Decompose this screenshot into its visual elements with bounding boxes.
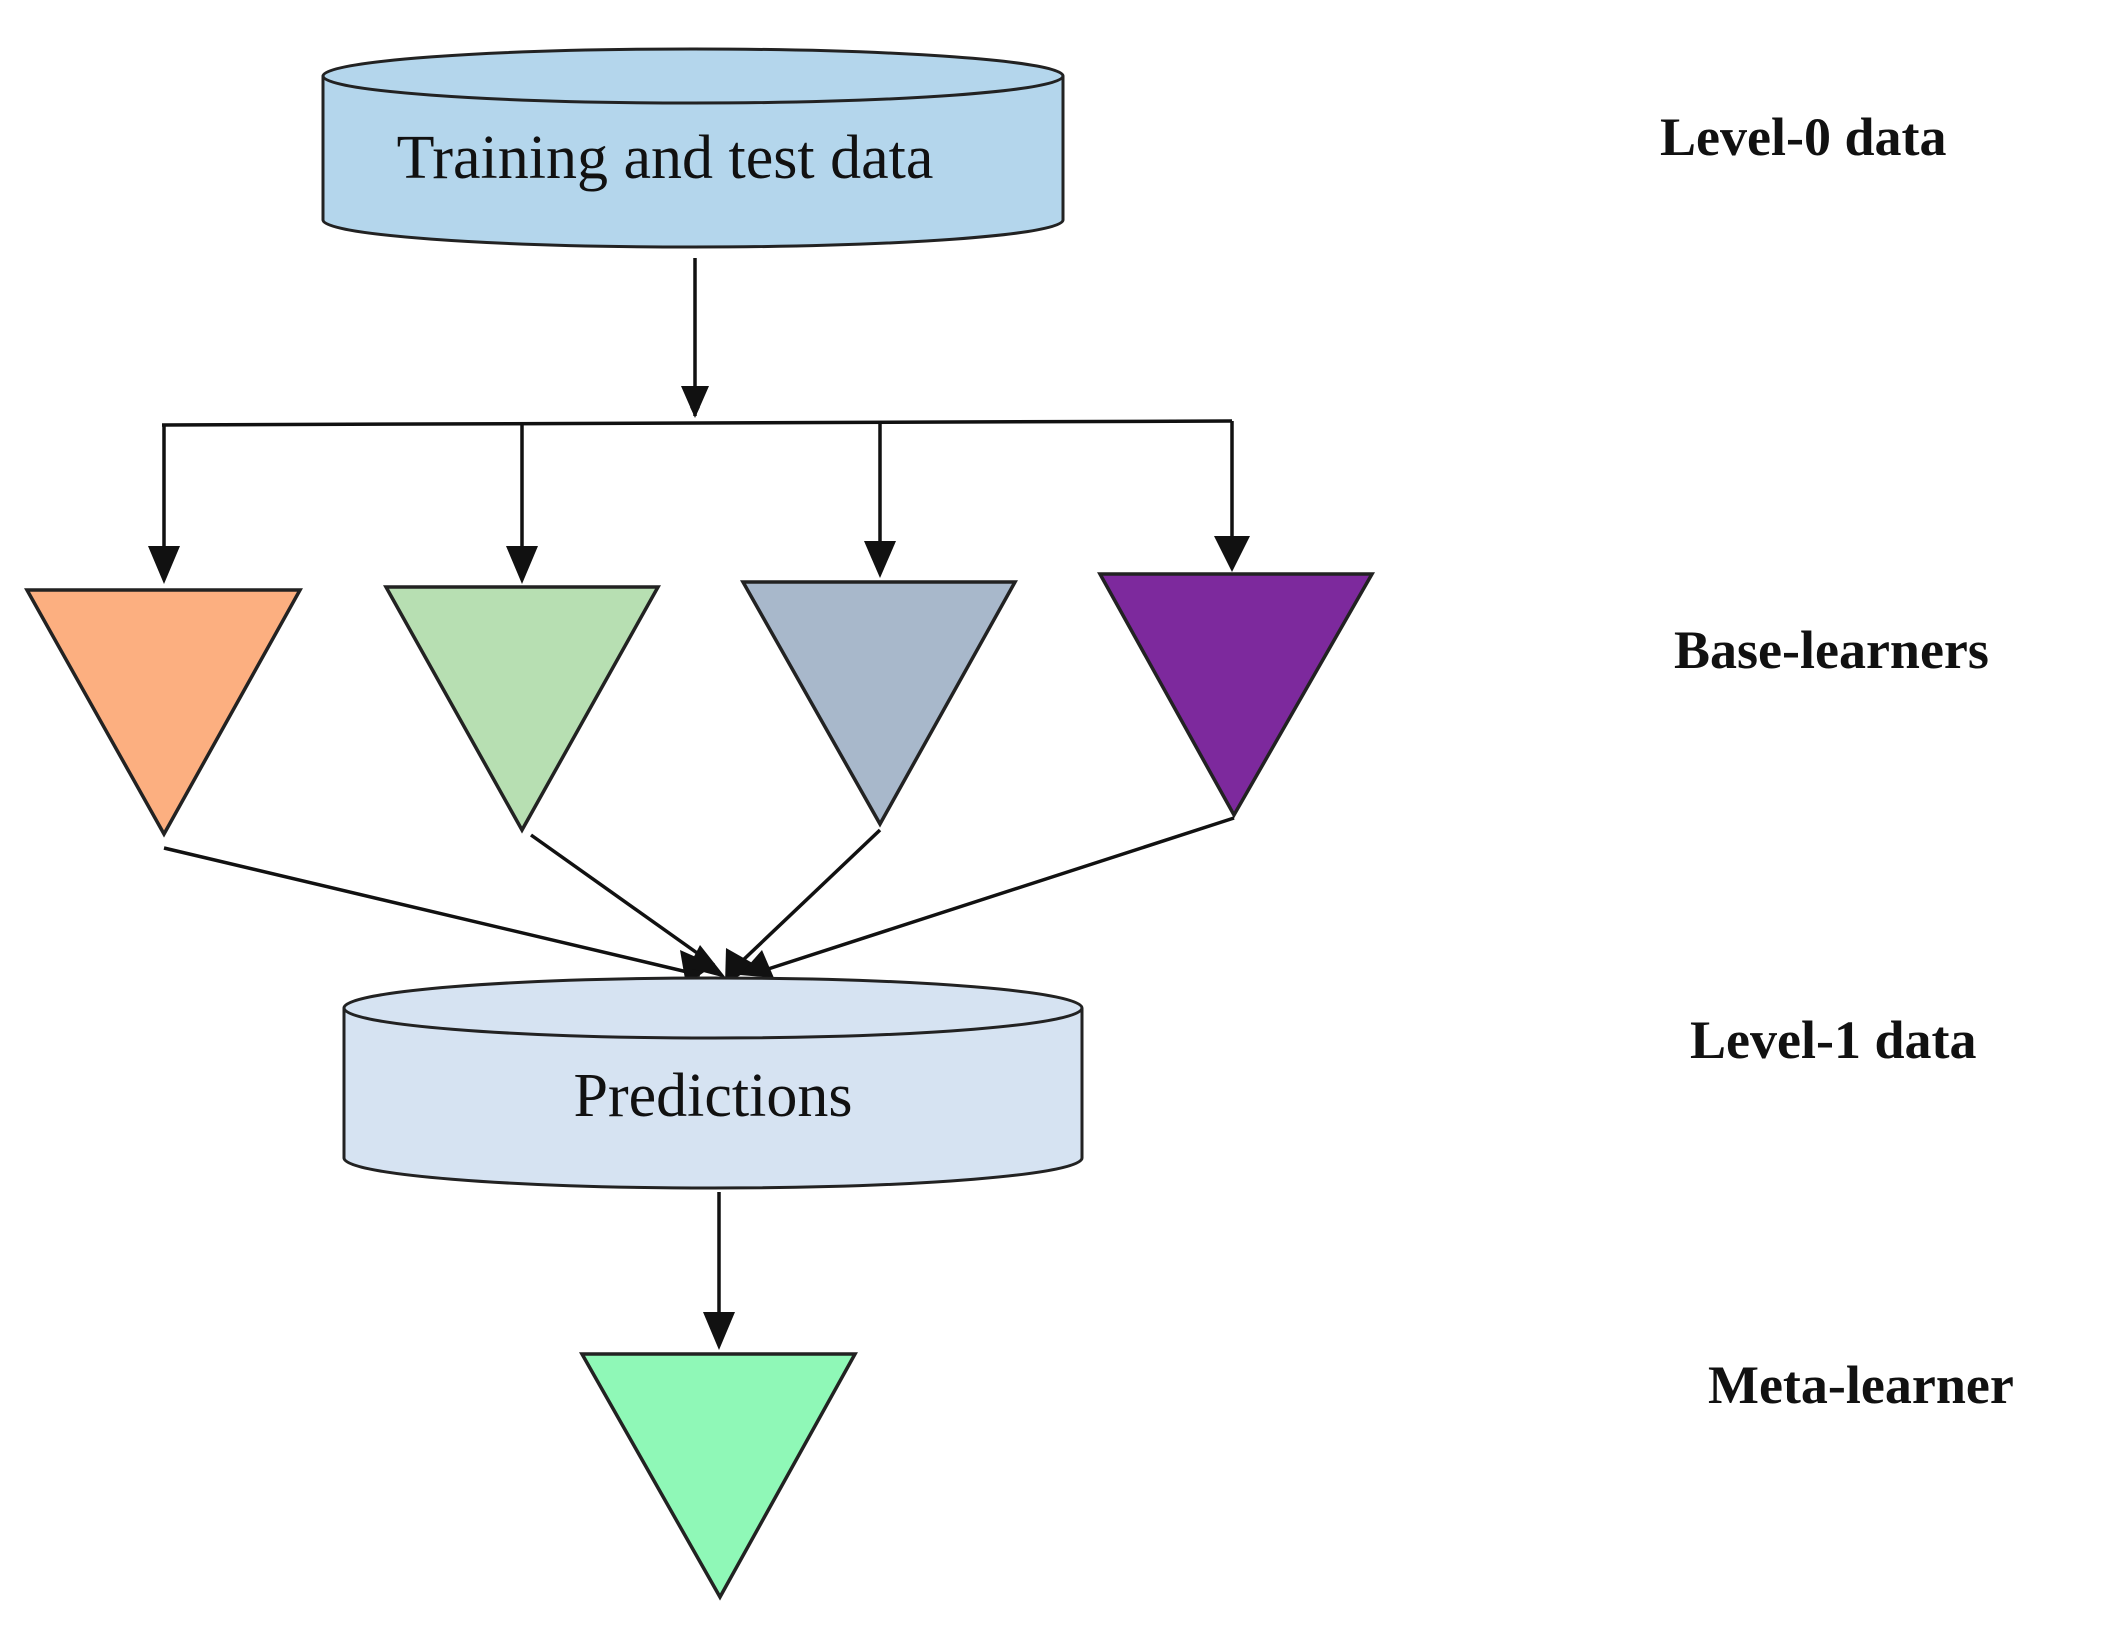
base-learner-4 <box>1097 572 1376 819</box>
arrowhead-data-to-split <box>681 386 709 418</box>
base-learner-1 <box>24 588 303 838</box>
arrowhead-to-learner-3 <box>864 541 896 578</box>
level-0-label: Level-0 data <box>1660 107 1946 167</box>
base-learner-3 <box>739 580 1018 828</box>
base-learner-2 <box>383 585 661 834</box>
level-1-label: Level-1 data <box>1690 1010 1976 1070</box>
arrowhead-from-learner-3 <box>725 948 756 985</box>
arrowhead-to-learner-4 <box>1214 536 1250 572</box>
training-data-cylinder: Training and test data <box>321 47 1065 249</box>
converging-arrows <box>163 816 1235 985</box>
meta-learner <box>578 1352 858 1601</box>
drop-arrows <box>148 421 1250 584</box>
arrowhead-from-learner-4 <box>740 950 774 978</box>
base-learners-label: Base-learners <box>1674 620 1989 680</box>
training-data-label: Training and test data <box>397 124 934 192</box>
distribution-bar <box>161 419 1233 427</box>
arrowhead-predictions-to-meta <box>703 1312 735 1350</box>
arrowhead-to-learner-1 <box>148 546 180 584</box>
arrowhead-from-learner-2 <box>688 945 726 978</box>
arrowhead-to-learner-2 <box>506 546 538 584</box>
predictions-cylinder: Predictions <box>342 976 1084 1190</box>
predictions-label: Predictions <box>574 1062 853 1130</box>
meta-learner-label: Meta-learner <box>1708 1355 2014 1415</box>
